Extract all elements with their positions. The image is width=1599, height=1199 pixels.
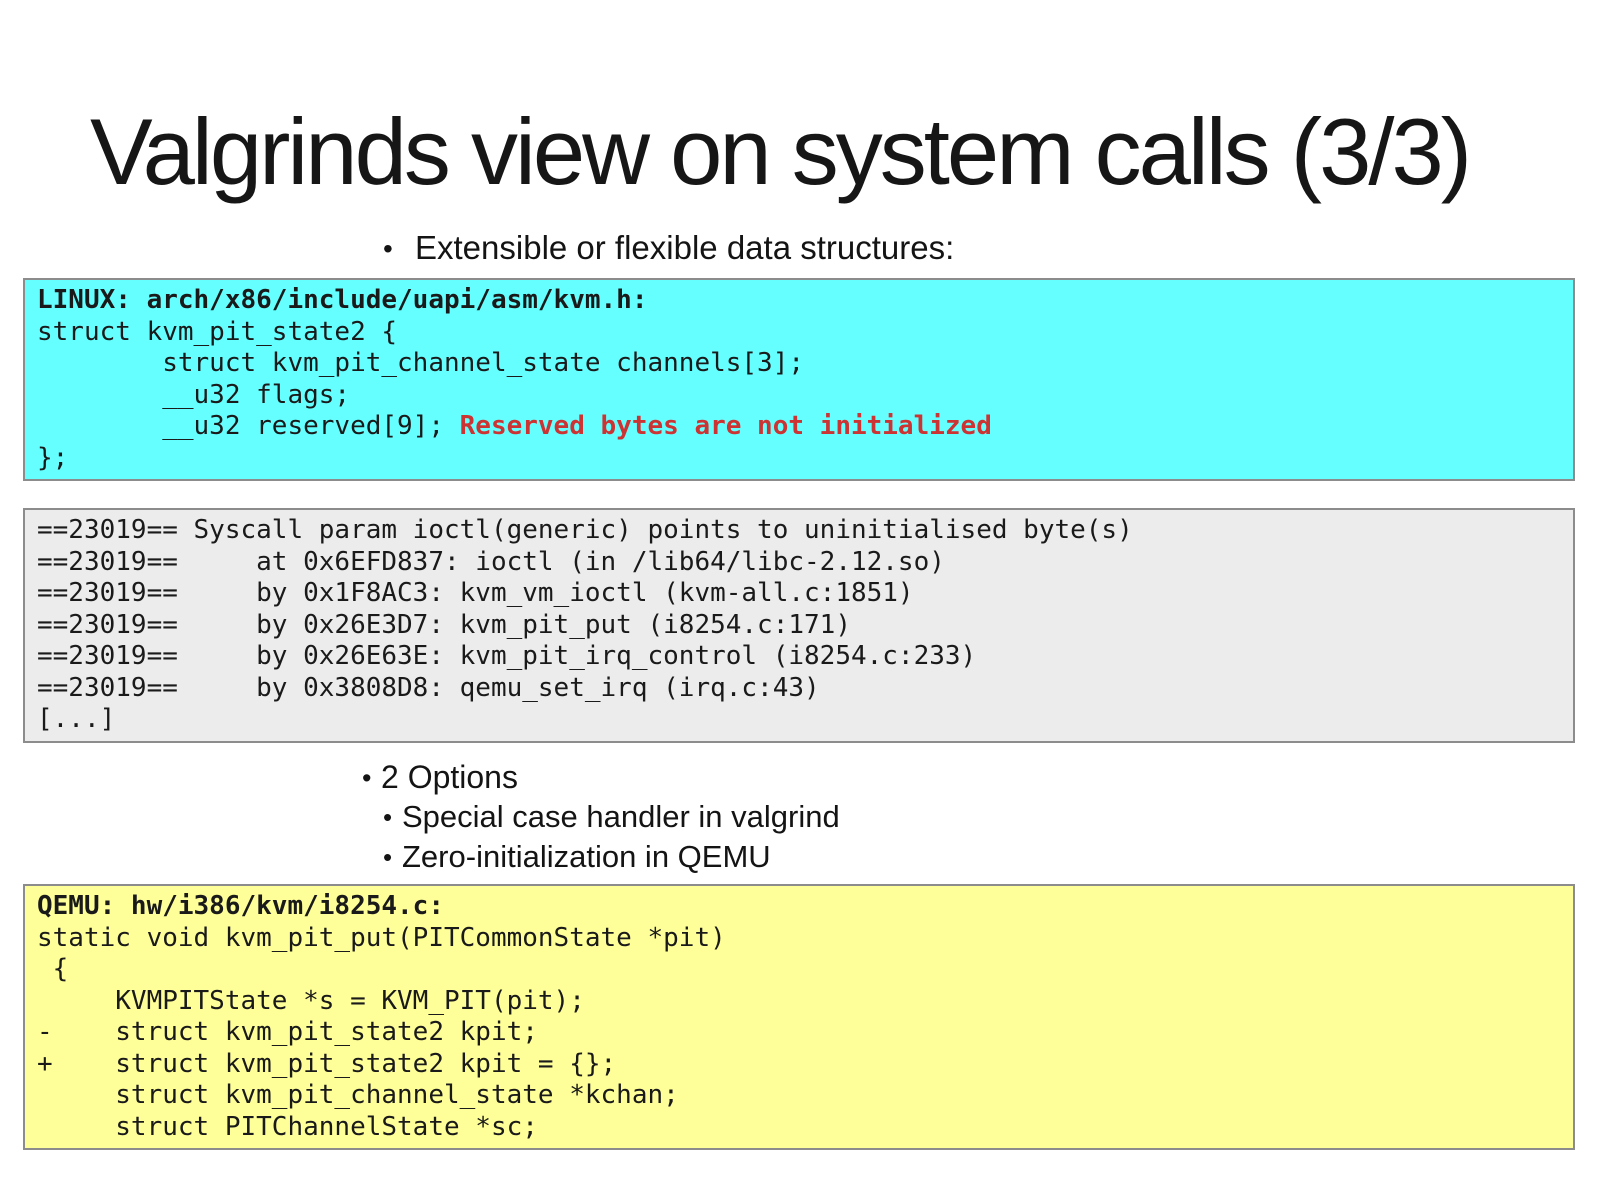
option-bullet-item-qemu: • Zero-initialization in QEMU — [383, 839, 771, 875]
linux-code-block: LINUX: arch/x86/include/uapi/asm/kvm.h: … — [23, 278, 1575, 481]
slide-title: Valgrinds view on system calls (3/3) — [89, 99, 1472, 204]
options-heading-bullet-item: • 2 Options — [362, 759, 518, 796]
bullet-marker: • — [362, 763, 372, 793]
option-text-valgrind: Special case handler in valgrind — [402, 799, 840, 834]
option-bullet-item-valgrind: • Special case handler in valgrind — [383, 799, 840, 835]
intro-bullet-item: • Extensible or flexible data structures: — [383, 229, 954, 267]
qemu-block-header: QEMU: hw/i386/kvm/i8254.c: — [37, 891, 444, 921]
linux-block-closing: }; — [37, 442, 69, 473]
qemu-block-body: static void kvm_pit_put(PITCommonState *… — [37, 922, 726, 1142]
reserved-code-text: __u32 reserved[9]; — [37, 411, 460, 441]
linux-block-header: LINUX: arch/x86/include/uapi/asm/kvm.h: — [37, 285, 648, 315]
qemu-code-block: QEMU: hw/i386/kvm/i8254.c: static void k… — [23, 884, 1575, 1150]
valgrind-output-lines: ==23019== Syscall param ioctl(generic) p… — [37, 515, 1133, 734]
bullet-marker: • — [383, 842, 393, 872]
intro-bullet-text: Extensible or flexible data structures: — [415, 229, 955, 266]
reserved-annotation: Reserved bytes are not initialized — [459, 411, 992, 441]
bullet-marker: • — [383, 802, 393, 832]
bullet-marker: • — [383, 233, 393, 264]
options-heading-text: 2 Options — [381, 759, 518, 795]
linux-block-reserved-line: __u32 reserved[9]; Reserved bytes are no… — [37, 411, 1561, 443]
linux-block-body: struct kvm_pit_state2 { struct kvm_pit_c… — [37, 316, 805, 410]
option-text-qemu: Zero-initialization in QEMU — [402, 839, 771, 874]
valgrind-output-block: ==23019== Syscall param ioctl(generic) p… — [23, 508, 1575, 743]
